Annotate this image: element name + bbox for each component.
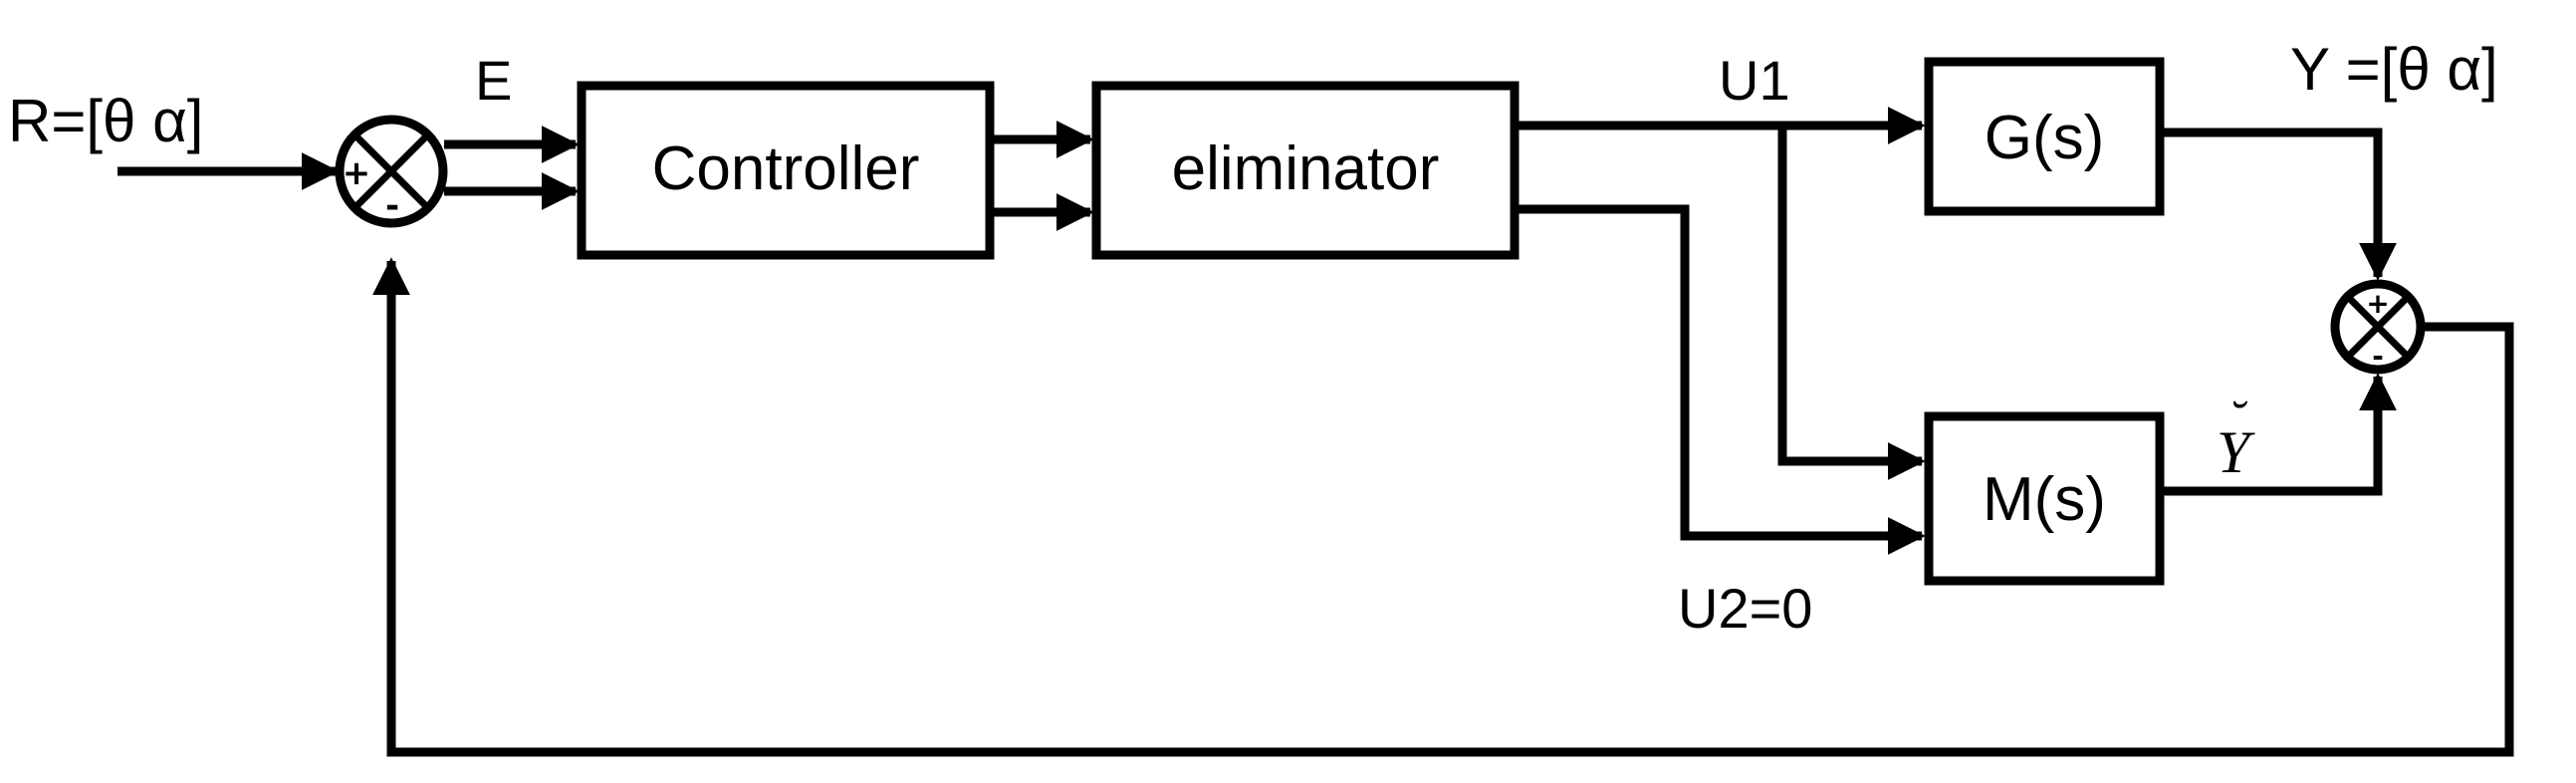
model-output-label: Y xyxy=(2217,419,2255,485)
summing-junction-2: + - xyxy=(2330,279,2426,375)
model-label: M(s) xyxy=(1983,465,2106,534)
error-label: E xyxy=(475,49,512,112)
eliminator-block xyxy=(1091,81,1520,260)
controller-block xyxy=(577,81,995,260)
output-label: Y =[θ α] xyxy=(2290,36,2498,103)
u1-branch-line xyxy=(1777,126,1926,480)
model-output-accent: ˘ xyxy=(2228,391,2248,446)
plant-output-line xyxy=(2161,128,2397,281)
model-output-line xyxy=(2161,373,2397,496)
u2-label: U2=0 xyxy=(1678,577,1812,640)
controller-label: Controller xyxy=(652,134,920,203)
u2-line xyxy=(1516,204,1926,555)
sum2-plus-sign: + xyxy=(2366,287,2389,320)
sum1-plus-sign: + xyxy=(343,153,371,193)
model-block xyxy=(1924,411,2165,586)
input-label: R=[θ α] xyxy=(8,88,203,154)
plant-block xyxy=(1924,57,2165,216)
sum2-minus-sign: - xyxy=(2372,340,2384,373)
summing-junction-1: + - xyxy=(335,115,448,228)
u1-label: U1 xyxy=(1719,49,1790,112)
plant-label: G(s) xyxy=(1985,104,2105,172)
eliminator-label: eliminator xyxy=(1172,134,1440,203)
feedback-line xyxy=(372,257,2514,757)
sum1-minus-sign: - xyxy=(385,186,399,226)
